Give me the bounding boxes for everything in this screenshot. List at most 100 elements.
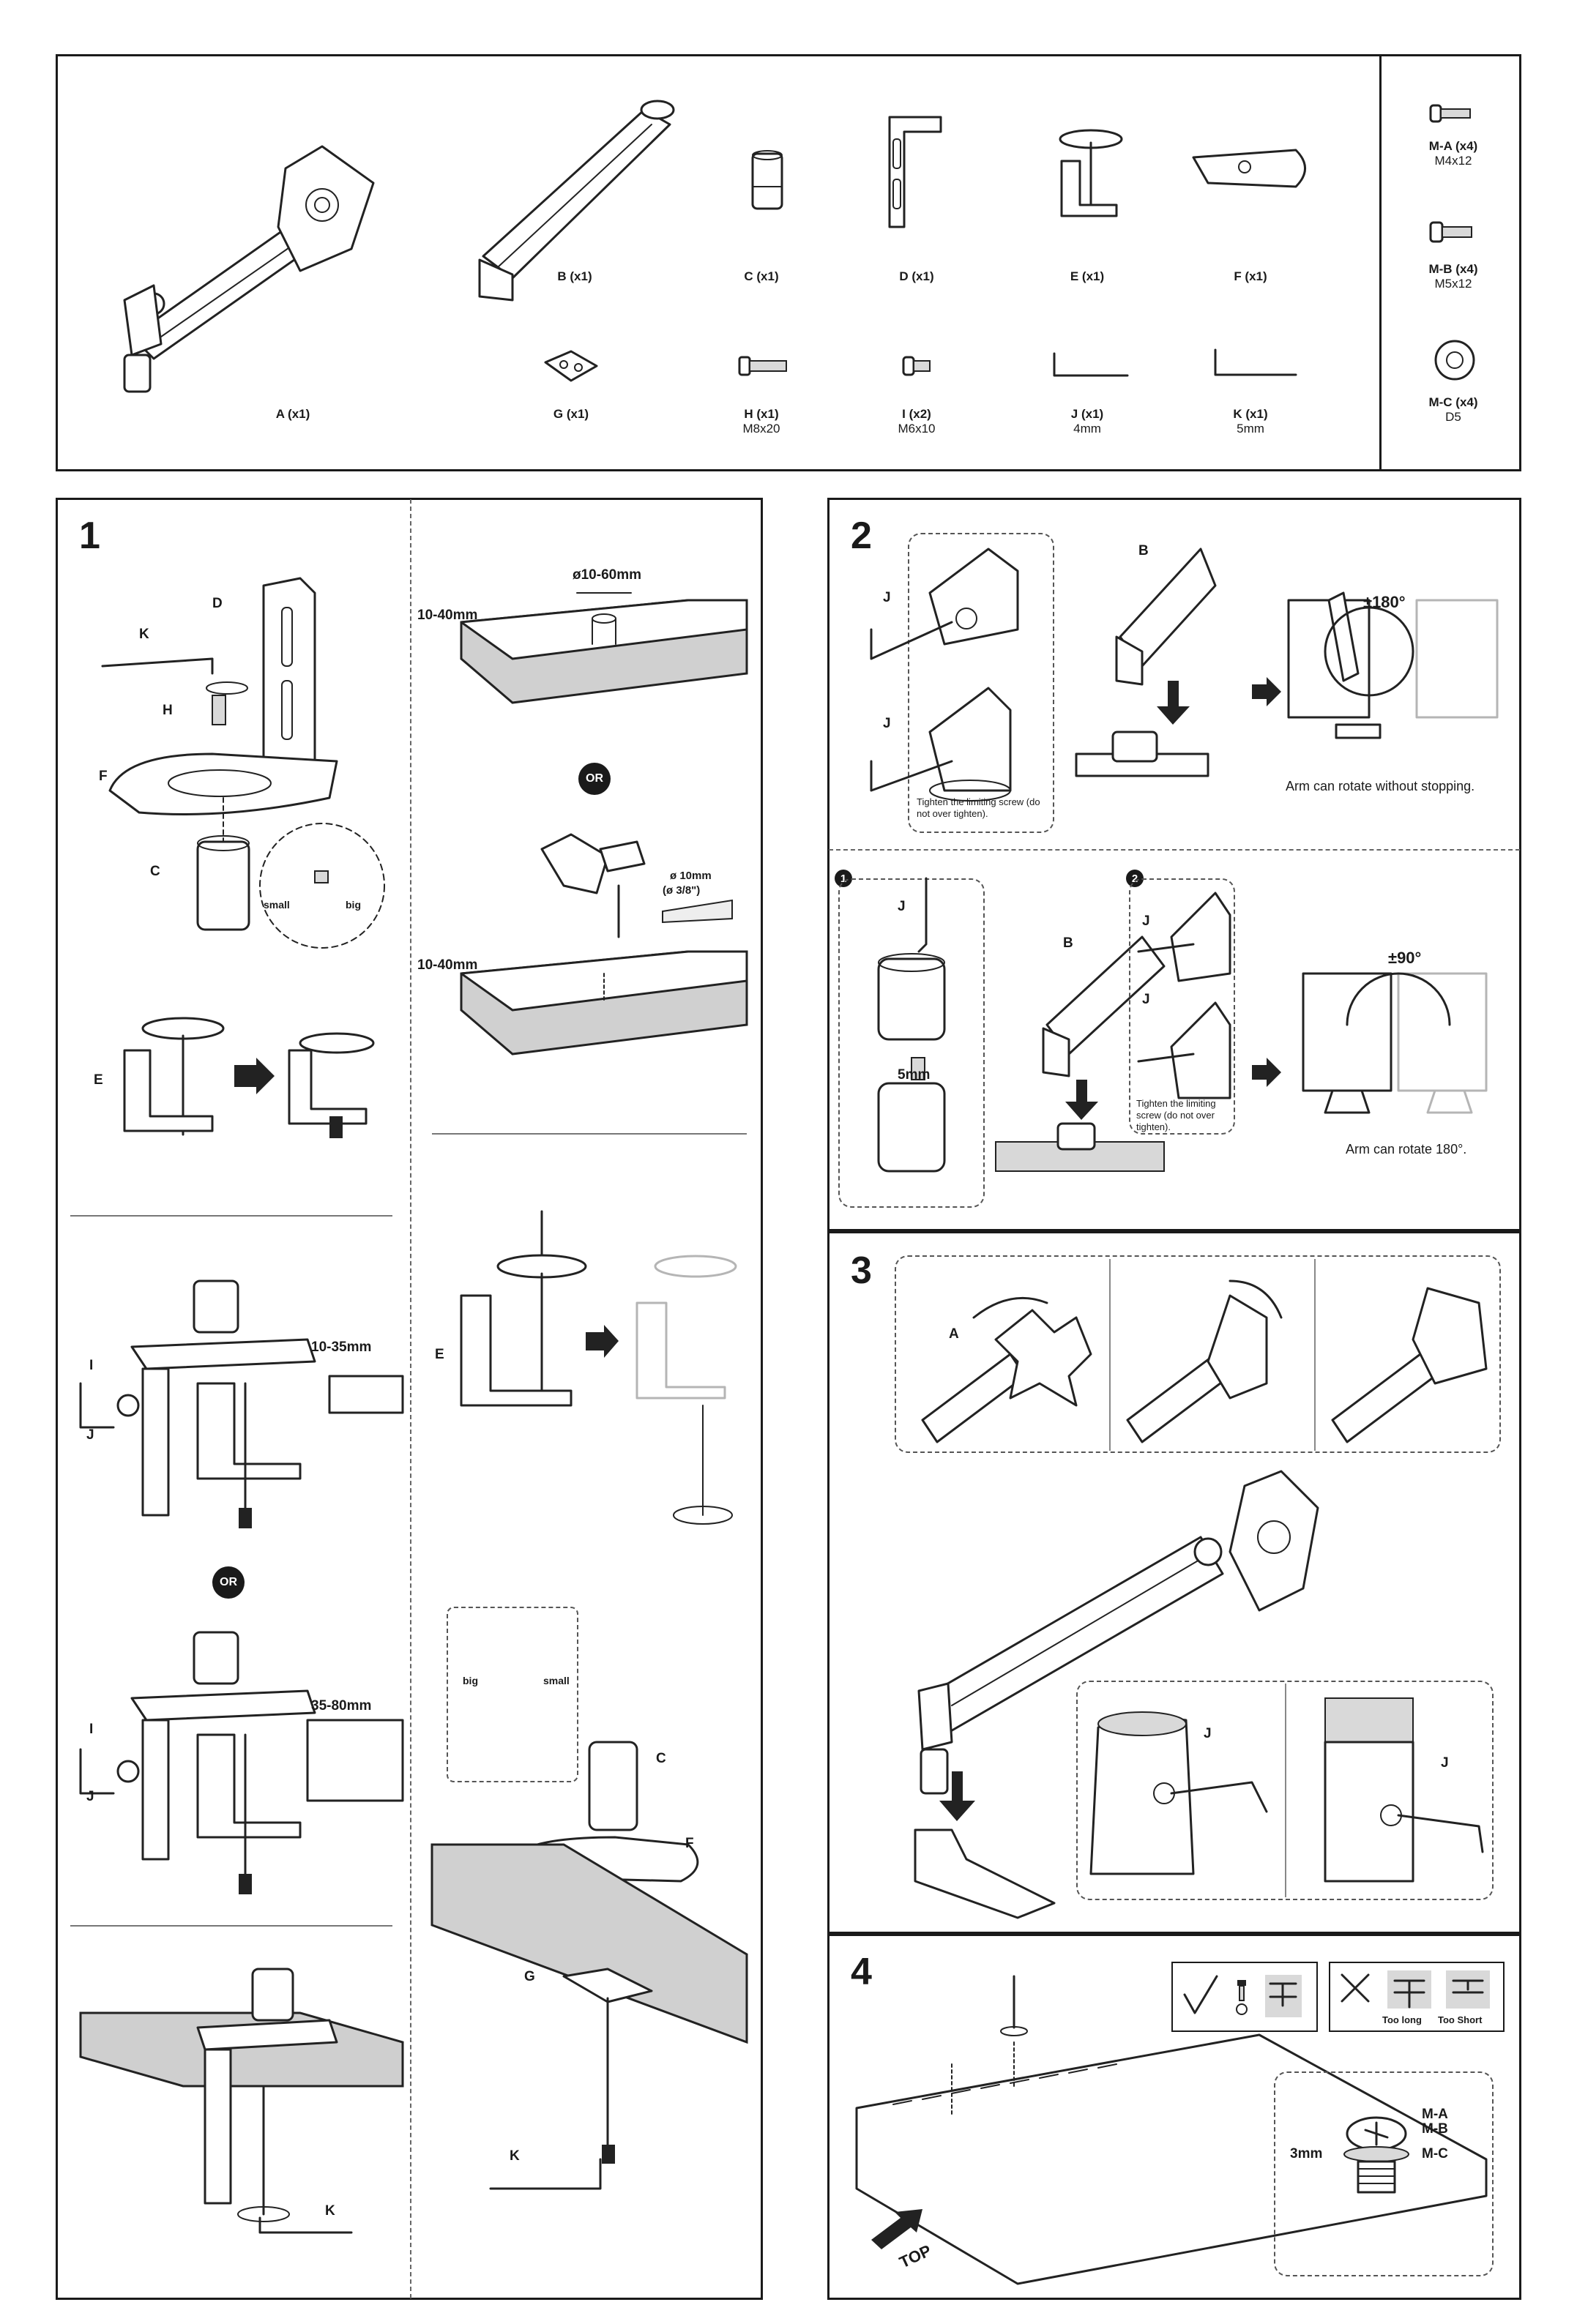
part-i-screw-illustration [902,356,931,376]
step-3-zoom-divider [1285,1684,1286,1897]
step-1-plate-holes-zoom [447,1607,578,1782]
part-h-spec: M8x20 [742,422,780,436]
part-g-plate-illustration [544,350,598,382]
hardware-ma-screw-illustration [1429,104,1471,123]
step-2-sub-2-zoom [1129,878,1235,1135]
step-3-tilt-sequence-illustration [921,1279,1488,1443]
step-3-label-a: A [949,1326,959,1342]
step-3-lock-screw-zoom [1076,1681,1494,1900]
hardware-mc-washer-illustration [1434,340,1475,381]
part-c-post-illustration [751,150,783,210]
step-2-sub-1-zoom [838,878,985,1208]
step-1-label-k: K [139,627,149,642]
step-2-label-b-1: B [1138,543,1149,558]
hardware-mc-spec: D5 [1445,410,1461,424]
part-b-label: B (x1) [557,269,592,283]
step-1-divider-3 [432,1133,747,1135]
part-h-label: H (x1) [744,407,779,421]
part-f-label: F (x1) [1234,269,1267,283]
step-2-limit-screw-zoom [908,533,1054,833]
step-1-clamp-range-2: 35-80mm [311,1698,372,1714]
step-1-drill-size: ø 10mm [670,870,712,882]
step-2-rotation-full: ±180° [1363,593,1406,611]
step-1-label-d: D [212,596,223,611]
hardware-mb-spec: M5x12 [1434,277,1472,291]
step-1-label-small: small [264,899,290,911]
step-1-label-k-2: K [325,2203,335,2219]
step-2-tighten-note-1: Tighten the limiting screw (do not over … [917,796,1040,819]
step-1-drill-illustration [540,833,733,938]
step-2-sub-1-illustration [877,877,946,1173]
part-j-spec: 4mm [1073,422,1101,436]
hardware-ma-spec: M4x12 [1434,154,1472,168]
step-3-sequence-divider-2 [1314,1259,1316,1451]
step-3-number: 3 [851,1249,872,1292]
step-2-number: 2 [851,515,872,557]
step-2-limited-rotation-illustration [1302,972,1488,1114]
step-3-label-j-1: J [1204,1726,1212,1741]
step-1-hole-size: ø10-60mm [573,567,641,583]
step-3-sequence-divider-1 [1109,1259,1111,1451]
part-a-arm-illustration [123,145,375,393]
step-1-clamp-e-illustration [123,1017,375,1138]
step-1-label-c: C [150,864,160,879]
step-1-label-e-2: E [435,1347,444,1362]
hardware-mb-label: M-B (x4) [1428,262,1478,276]
step-3-full-arm-illustration [914,1470,1319,1919]
step-1-grommet-disassembly-illustration [460,1210,737,1525]
step-1-label-i-1: I [89,1358,94,1373]
step-1-label-e: E [94,1072,103,1088]
step-1-base-assembly-illustration [101,577,385,949]
part-f-plate-illustration [1192,149,1306,188]
step-1-desk-thickness-1: 10-40mm [417,608,478,623]
step-1-label-j-2: J [86,1789,94,1804]
step-2-caption-limited: Arm can rotate 180°. [1346,1142,1467,1157]
part-k-spec: 5mm [1237,422,1264,436]
step-2-rotation-limited: ±90° [1388,949,1422,967]
part-k-hex-key-illustration [1214,348,1297,376]
part-b-arm-illustration [478,100,675,302]
step-3-tilt-sequence-zoom [895,1255,1501,1453]
part-h-bolt-illustration [738,356,787,376]
step-1-divider-1 [70,1215,392,1217]
step-4-label-mc: M-C [1422,2146,1448,2162]
step-2-label-b-2: B [1063,935,1073,951]
step-1-drill-size-imperial: (ø 3/8") [663,884,701,897]
part-i-label: I (x2) [902,407,931,421]
step-4-label-ma: M-A [1422,2107,1448,2122]
step-1-clamp-range-1: 10-35mm [311,1340,372,1355]
step-2-sub-arm-illustration [995,935,1166,1172]
step-4-number: 4 [851,1951,872,1993]
part-i-spec: M6x10 [898,422,936,436]
step-1-drilled-desk-illustration [460,950,748,1055]
step-4-correct-screw-illustration [1183,1975,1302,2017]
step-2-limit-screw-illustration [870,548,1217,802]
part-d-bracket-illustration [888,116,942,228]
step-1-mounted-desk-clamp-illustration [79,1968,404,2234]
step-1-or-badge-1: OR [212,1566,245,1599]
step-1-or-badge-2: OR [578,763,611,795]
step-2-sub-2-illustration [1137,892,1231,1099]
part-a-label: A (x1) [275,407,310,421]
step-4-too-short: Too Short [1438,2014,1483,2025]
step-1-label-big-2: big [463,1675,478,1686]
step-2-label-j-2: J [883,716,891,731]
step-1-label-j-1: J [86,1427,94,1443]
step-2-caption-full: Arm can rotate without stopping. [1286,779,1475,793]
step-2-gap: 5mm [898,1067,931,1083]
step-1-divider-2 [70,1925,392,1927]
hardware-mc-label: M-C (x4) [1428,395,1478,409]
step-1-grommet-mount-illustration [430,1741,748,2190]
step-2-arrow-2 [1252,1058,1281,1087]
step-3-label-j-2: J [1441,1755,1449,1771]
step-4-screw-depth-zoom [1274,2071,1494,2276]
part-e-label: E (x1) [1070,269,1105,283]
step-4-depth: 3mm [1290,2146,1323,2162]
step-2-label-j-4: J [1142,913,1150,929]
part-j-label: J (x1) [1070,407,1104,421]
hardware-mb-screw-illustration [1429,221,1472,243]
step-1-label-g: G [524,1969,535,1984]
step-1-grommet-desk-illustration [460,592,748,704]
step-2-label-j-5: J [1142,992,1150,1007]
step-1-label-f-2: F [685,1836,694,1851]
